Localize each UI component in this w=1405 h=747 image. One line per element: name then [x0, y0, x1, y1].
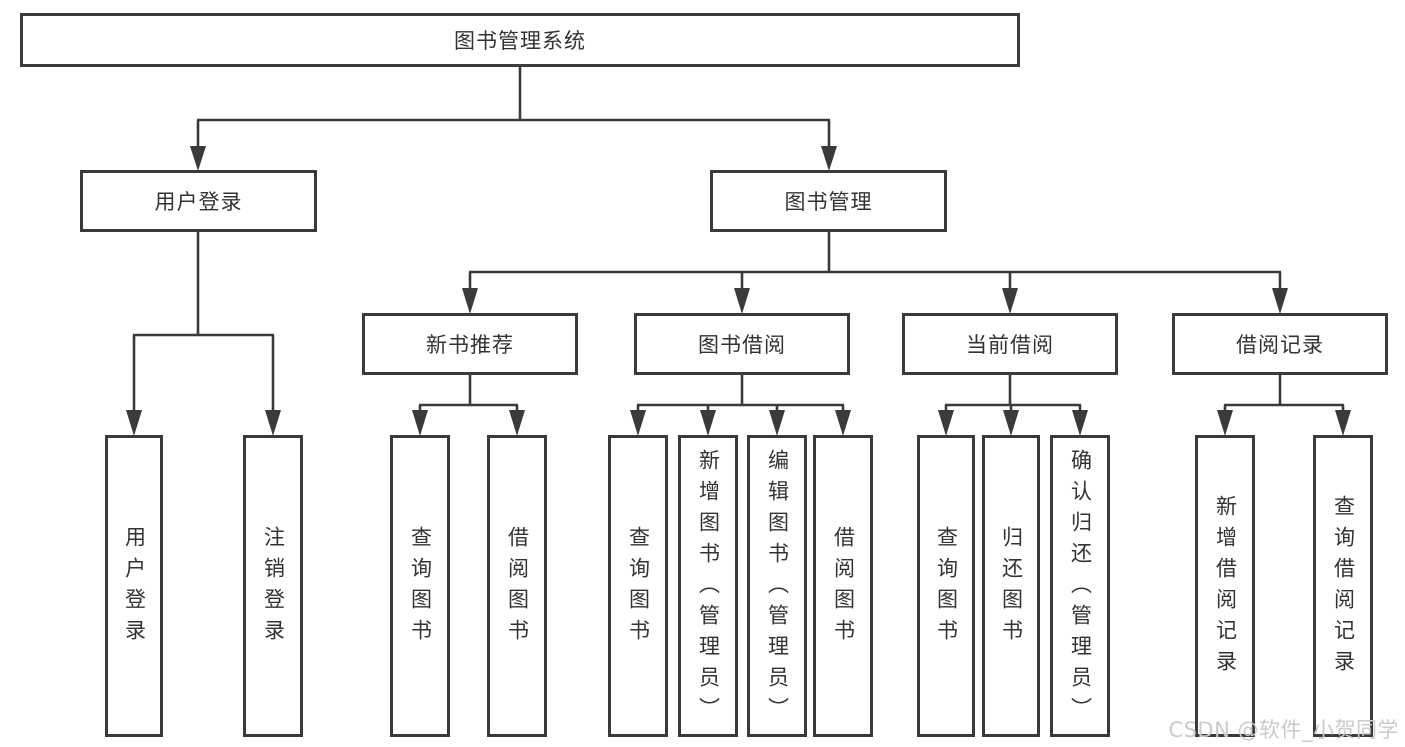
node-user-login-branch: 用户登录: [80, 170, 317, 232]
leaf-edit-book-admin: 编辑图书（管理员）: [747, 435, 807, 737]
node-root: 图书管理系统: [20, 13, 1020, 67]
node-book-management: 图书管理: [710, 170, 947, 232]
leaf-add-borrow-record: 新增借阅记录: [1195, 435, 1255, 737]
leaf-add-book-admin: 新增图书（管理员）: [678, 435, 738, 737]
leaf-query-borrow-record: 查询借阅记录: [1313, 435, 1373, 737]
leaf-borrow-books: 借阅图书: [813, 435, 873, 737]
node-new-book-recommend: 新书推荐: [362, 313, 578, 375]
leaf-return-book: 归还图书: [982, 435, 1040, 737]
leaf-query-books-current: 查询图书: [917, 435, 975, 737]
node-current-borrow: 当前借阅: [902, 313, 1118, 375]
leaf-user-login: 用户登录: [105, 435, 163, 737]
leaf-logout: 注销登录: [243, 435, 303, 737]
leaf-query-books-borrow: 查询图书: [608, 435, 668, 737]
csdn-watermark: CSDN @软件_小贺同学: [1168, 718, 1399, 742]
leaf-confirm-return-admin: 确认归还（管理员）: [1050, 435, 1110, 737]
leaf-borrow-books-recommend: 借阅图书: [487, 435, 547, 737]
node-book-borrow: 图书借阅: [634, 313, 850, 375]
leaf-query-books-recommend: 查询图书: [390, 435, 450, 737]
node-borrow-records: 借阅记录: [1172, 313, 1388, 375]
